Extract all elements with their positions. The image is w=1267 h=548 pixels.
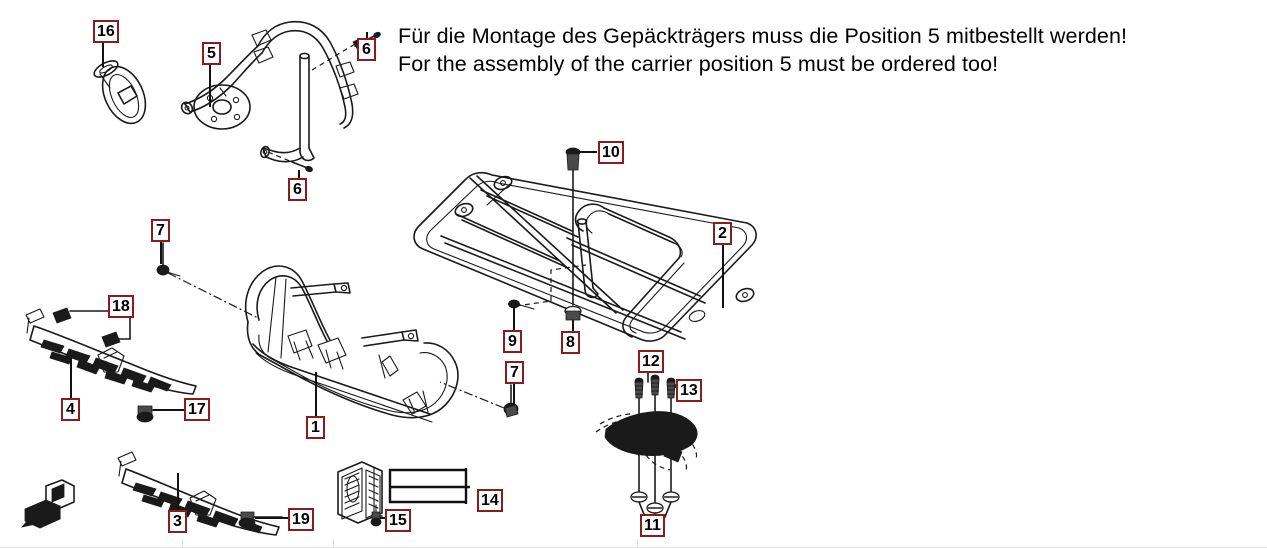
callout-12[interactable]: 12 bbox=[638, 350, 664, 373]
callout-7-lower[interactable]: 7 bbox=[505, 361, 524, 384]
leader-19 bbox=[255, 517, 288, 519]
leader-1 bbox=[315, 372, 317, 416]
leader-4 bbox=[70, 358, 72, 398]
part-4-footboard-left bbox=[25, 307, 197, 395]
callout-9[interactable]: 9 bbox=[503, 330, 522, 353]
part-10-long-bolt bbox=[565, 147, 581, 306]
callout-8[interactable]: 8 bbox=[561, 331, 580, 354]
leader-7b bbox=[513, 384, 515, 405]
callout-11[interactable]: 11 bbox=[640, 514, 665, 537]
leader-6a bbox=[366, 32, 368, 38]
callout-3[interactable]: 3 bbox=[168, 510, 187, 533]
part-7-bolts bbox=[156, 242, 519, 418]
callout-10[interactable]: 10 bbox=[598, 141, 624, 164]
part-13-screws bbox=[634, 362, 684, 431]
callout-4[interactable]: 4 bbox=[61, 398, 80, 421]
assembly-note-german: Für die Montage des Gepäckträgers muss d… bbox=[398, 24, 1128, 48]
part-1-front-bumper bbox=[244, 265, 459, 423]
leader-17 bbox=[153, 409, 184, 411]
callout-6-lower[interactable]: 6 bbox=[288, 178, 307, 201]
leader-16 bbox=[102, 43, 104, 67]
leader-5 bbox=[209, 65, 211, 107]
part-16-strap-clamp bbox=[93, 60, 147, 125]
part-14-heat-shield bbox=[337, 461, 470, 524]
callout-7-upper[interactable]: 7 bbox=[151, 219, 170, 242]
leader-7a bbox=[160, 242, 162, 264]
callout-2[interactable]: 2 bbox=[713, 222, 732, 245]
callout-5[interactable]: 5 bbox=[202, 42, 221, 65]
leader-3 bbox=[177, 473, 179, 510]
leader-10 bbox=[579, 151, 597, 153]
part-3-footboard-right bbox=[117, 451, 280, 536]
leader-6b bbox=[298, 170, 300, 178]
small-bracket-unlabelled bbox=[20, 479, 75, 529]
callout-16[interactable]: 16 bbox=[93, 20, 119, 43]
callout-17[interactable]: 17 bbox=[184, 398, 210, 421]
leader-15 bbox=[380, 517, 388, 519]
leader-9 bbox=[513, 307, 515, 330]
callout-19[interactable]: 19 bbox=[288, 508, 314, 531]
callout-18[interactable]: 18 bbox=[108, 295, 134, 318]
leader-8 bbox=[572, 320, 574, 331]
assembly-note-english: For the assembly of the carrier position… bbox=[398, 52, 999, 76]
callout-15[interactable]: 15 bbox=[385, 509, 411, 532]
callout-6-upper[interactable]: 6 bbox=[357, 38, 376, 61]
page-tick-3 bbox=[637, 539, 638, 548]
part-2-carrier-rack bbox=[413, 171, 757, 342]
callout-14[interactable]: 14 bbox=[477, 489, 503, 512]
part-12-hitch-plate bbox=[595, 411, 698, 473]
page-tick-2 bbox=[333, 539, 334, 548]
leader-2 bbox=[722, 245, 724, 308]
part-15-screw bbox=[370, 504, 383, 527]
page-tick-1 bbox=[182, 539, 183, 548]
callout-1[interactable]: 1 bbox=[306, 416, 325, 439]
assembly-note: Für die Montage des Gepäckträgers muss d… bbox=[398, 22, 1267, 78]
callout-13[interactable]: 13 bbox=[676, 379, 702, 402]
part-5-guard-bar-assembly bbox=[180, 20, 381, 173]
